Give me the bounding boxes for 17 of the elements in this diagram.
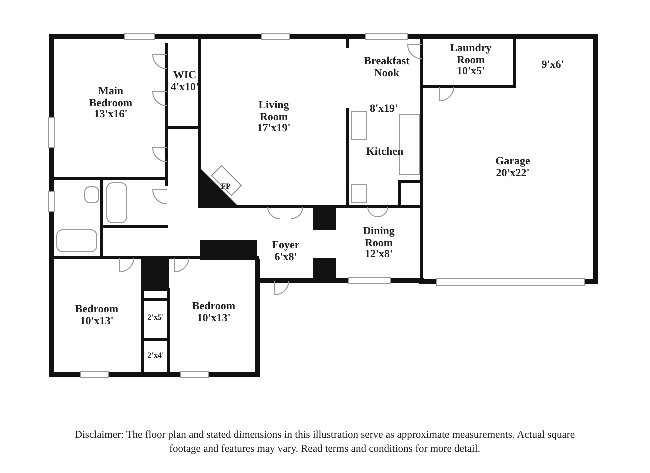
dimension-label: 9'x6' (540, 60, 566, 72)
disclaimer-caption: Disclaimer: The floor plan and stated dimensions in this illustration serve as approximate measurements. Actual square footage and features may vary. Read terms and conditions for more detail. (74, 429, 576, 458)
closet-dimension: 2'x5' (146, 314, 166, 322)
room-label: WIC 4'x10' (170, 70, 200, 94)
dimension-label: 8'x19' (368, 104, 400, 116)
room-label: Garage 20'x22' (494, 156, 532, 180)
room-label: Foyer 6'x8' (271, 240, 301, 264)
room-label: Breakfast Nook (363, 56, 411, 80)
room-label: Bedroom 10'x13' (191, 301, 237, 325)
room-label: Living Room 17'x19' (256, 100, 292, 136)
room-label: Laundry Room 10'x5' (449, 44, 493, 78)
room-label: Dining Room 12'x8' (362, 226, 396, 262)
room-label: Bedroom 10'x13' (74, 304, 120, 328)
room-label: Main Bedroom 13'x16' (88, 86, 134, 122)
fireplace-label: FP (220, 182, 232, 192)
room-label: Kitchen (365, 147, 405, 159)
closet-dimension: 2'x4' (146, 352, 166, 360)
